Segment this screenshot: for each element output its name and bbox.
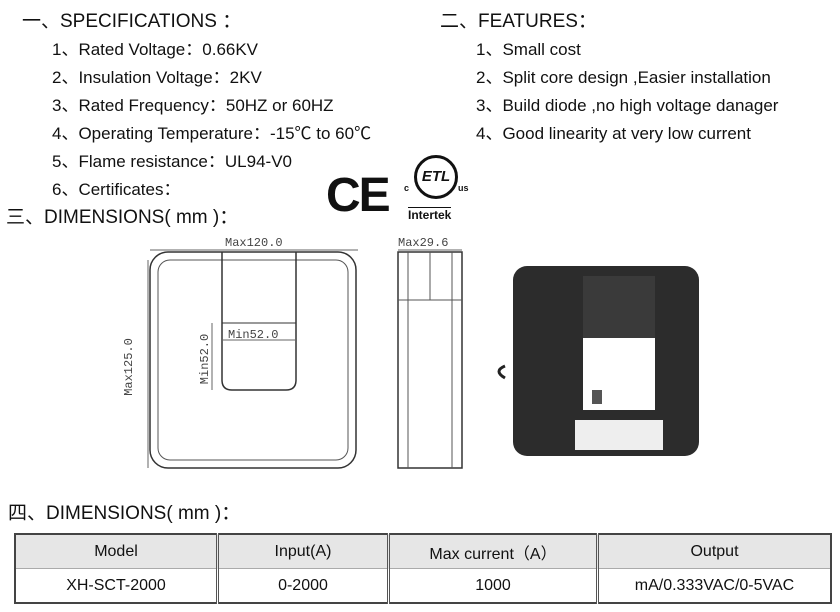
spec-item: 3、Rated Frequency：50HZ or 60HZ bbox=[52, 96, 334, 115]
table-section-title: 四、DIMENSIONS( mm )： bbox=[8, 503, 241, 524]
etl-logo: ETL c us Intertek bbox=[400, 155, 470, 225]
model-table: Model Input(A) Max current（A） Output XH-… bbox=[14, 533, 832, 604]
etl-us-label: us bbox=[458, 183, 469, 193]
spec-item: 2、Insulation Voltage：2KV bbox=[52, 68, 262, 87]
cell-max-current: 1000 bbox=[387, 568, 598, 603]
window-height-label: Min52.0 bbox=[198, 333, 213, 385]
ce-mark-logo: CE bbox=[326, 169, 391, 222]
cell-input: 0-2000 bbox=[216, 568, 389, 603]
header-output: Output bbox=[596, 534, 831, 569]
cell-model: XH-SCT-2000 bbox=[66, 576, 166, 594]
window-width-label: Min52.0 bbox=[228, 328, 279, 342]
cell-output: mA/0.333VAC/0-5VAC bbox=[596, 568, 831, 603]
spec-item: 1、Rated Voltage：0.66KV bbox=[52, 40, 259, 59]
features-title: 二、FEATURES： bbox=[440, 11, 597, 32]
spec-item: 6、Certificates： bbox=[52, 180, 181, 199]
spec-item: 5、Flame resistance：UL94-V0 bbox=[52, 152, 292, 171]
side-width-label: Max29.6 bbox=[398, 236, 449, 250]
feature-item: 4、Good linearity at very low current bbox=[476, 124, 751, 143]
feature-item: 1、Small cost bbox=[476, 40, 581, 59]
feature-item: 3、Build diode ,no high voltage danager bbox=[476, 96, 779, 115]
header-model: Model bbox=[15, 534, 218, 569]
table-header-row: Model Input(A) Max current（A） Output bbox=[15, 534, 831, 569]
intertek-label: Intertek bbox=[408, 207, 452, 222]
etl-c-label: c bbox=[404, 183, 410, 193]
dimensions-title: 三、DIMENSIONS( mm )： bbox=[6, 207, 239, 228]
header-max-current: Max current（A） bbox=[387, 534, 598, 569]
specifications-title: 一、SPECIFICATIONS ： bbox=[22, 11, 242, 32]
front-height-label: Max125.0 bbox=[121, 338, 136, 396]
feature-item: 2、Split core design ,Easier installation bbox=[476, 68, 771, 87]
product-photo bbox=[497, 266, 699, 456]
front-view-drawing bbox=[147, 249, 358, 469]
front-width-label: Max120.0 bbox=[225, 236, 283, 250]
spec-item: 4、Operating Temperature：-15℃ to 60℃ bbox=[52, 124, 372, 143]
side-view-drawing bbox=[397, 249, 463, 469]
header-input: Input(A) bbox=[216, 534, 389, 569]
table-row: XH-SCT-2000 0-2000 1000 mA/0.333VAC/0-5V… bbox=[15, 568, 831, 603]
